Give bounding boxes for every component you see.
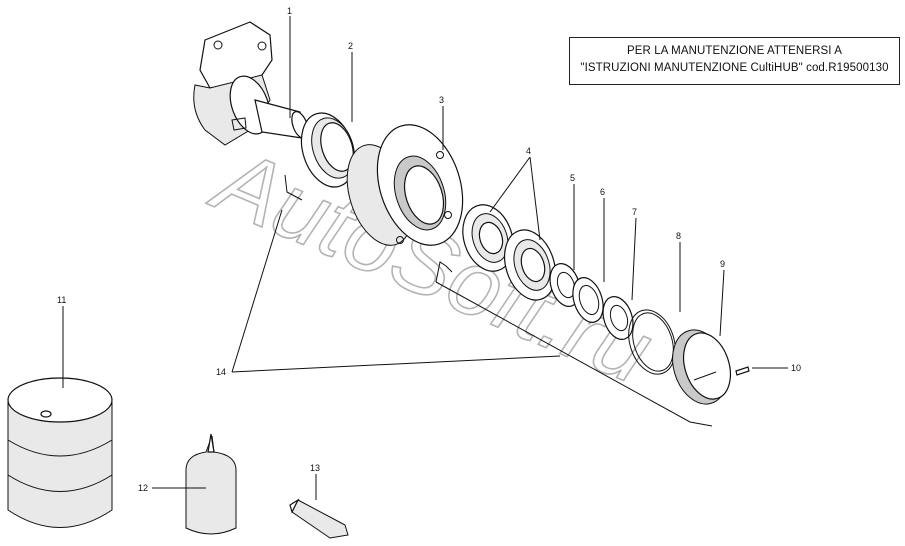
- callout-13: 13: [310, 463, 320, 473]
- part-11-oil-drum: [7, 377, 113, 528]
- leader-lines: [62, 16, 788, 500]
- maintenance-note: PER LA MANUTENZIONE ATTENERSI A "ISTRUZI…: [569, 37, 900, 85]
- callout-1: 1: [287, 6, 292, 16]
- maintenance-note-line-2: "ISTRUZIONI MANUTENZIONE CultiHUB" cod.R…: [580, 62, 889, 74]
- callout-7: 7: [632, 207, 637, 217]
- part-14-bracket-outline: [284, 174, 713, 427]
- part-9-cap: [672, 329, 732, 405]
- callout-9: 9: [720, 259, 725, 269]
- part-13-tube: [289, 498, 349, 539]
- part-8-o-ring: [628, 309, 676, 375]
- callout-12: 12: [138, 483, 148, 493]
- part-4-bearing-inner: [462, 204, 514, 272]
- callout-labels: 1 2 3 4 5 6 7 8 9 10 11 12 13 14: [57, 6, 801, 493]
- part-6-lock-washer: [572, 277, 604, 323]
- callout-4: 4: [526, 146, 531, 156]
- maintenance-note-line-1: PER LA MANUTENZIONE ATTENERSI A: [626, 45, 843, 57]
- part-12-bottle: [185, 433, 237, 535]
- part-4-bearing-outer: [504, 229, 556, 301]
- part-3-flanged-hub: [346, 124, 464, 246]
- callout-5: 5: [570, 173, 575, 183]
- part-10-screw: [735, 366, 750, 376]
- callout-11: 11: [57, 295, 66, 305]
- callout-6: 6: [600, 187, 605, 197]
- part-2-seal-ring: [300, 112, 356, 188]
- callout-10: 10: [791, 363, 801, 373]
- callout-14: 14: [216, 367, 226, 377]
- callout-2: 2: [348, 41, 353, 51]
- callout-8: 8: [676, 231, 681, 241]
- part-1-hub-housing: [193, 21, 309, 146]
- part-7-nut: [602, 296, 634, 340]
- callout-3: 3: [439, 95, 444, 105]
